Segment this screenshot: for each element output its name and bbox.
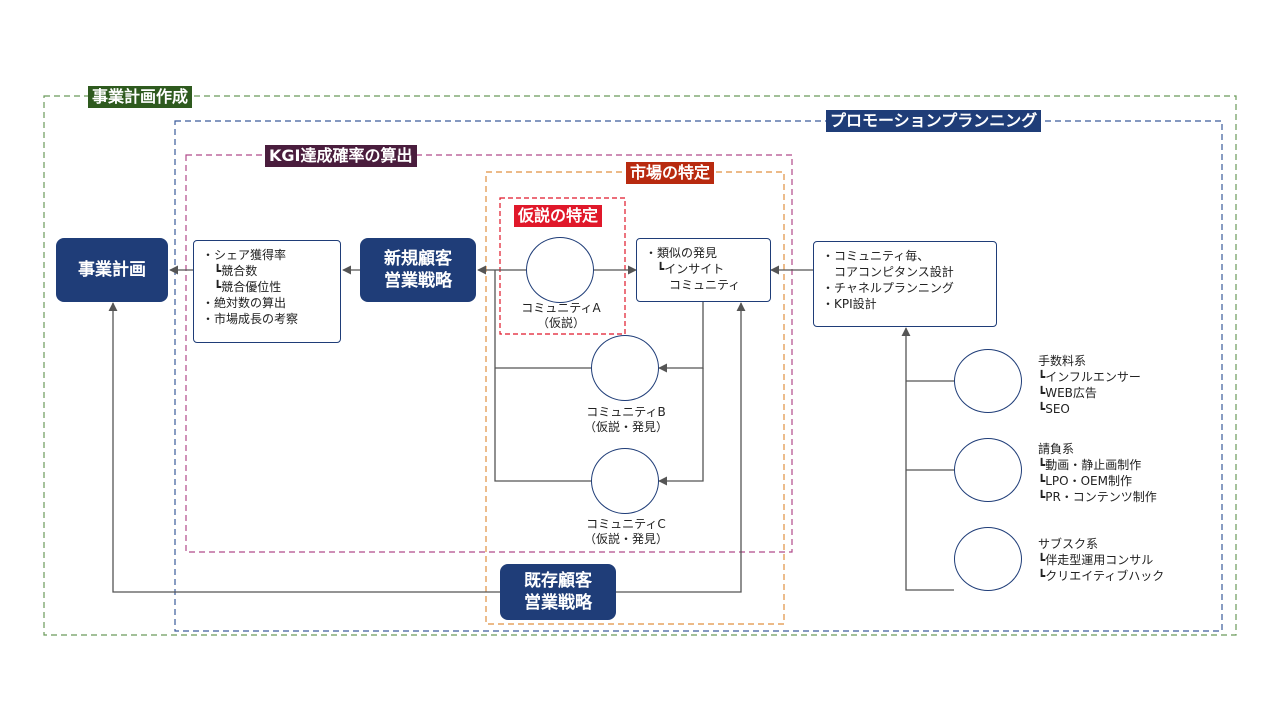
frame-hypothesis xyxy=(499,197,626,335)
frame-business-plan xyxy=(43,95,1237,636)
kgi-line: ┗競合優位性 xyxy=(202,280,282,294)
promotion-item: ┗クリエイティブハック xyxy=(1038,569,1165,583)
frame-market xyxy=(485,171,785,625)
arrow-existing-to-plan xyxy=(108,302,501,593)
promotion-contract-label: 請負系 ┗動画・静止画制作 ┗LPO・OEM制作 ┗PR・コンテンツ制作 xyxy=(1038,441,1157,505)
promotion-item: ┗動画・静止画制作 xyxy=(1038,458,1142,472)
promotion-contract-circle xyxy=(954,438,1022,502)
kgi-line: ┗競合数 xyxy=(202,264,258,278)
community-a-circle xyxy=(526,237,594,303)
discovery-box: ・類似の発見 ┗インサイト コミュニティ xyxy=(636,238,771,302)
business-plan-node: 事業計画 xyxy=(56,238,168,302)
promotion-item: ┗インフルエンサー xyxy=(1038,370,1141,384)
kgi-factors-box: ・シェア獲得率 ┗競合数 ┗競合優位性 ・絶対数の算出 ・市場成長の考察 xyxy=(193,240,341,343)
kgi-line: ・シェア獲得率 xyxy=(202,248,287,262)
discovery-line: ・類似の発見 xyxy=(645,246,718,260)
arrow-discovery-to-b xyxy=(658,302,704,373)
promotion-item: ┗伴走型運用コンサル xyxy=(1038,553,1154,567)
frame-promotion xyxy=(174,120,1223,632)
community-b-circle xyxy=(591,335,659,401)
promotion-title: サブスク系 xyxy=(1038,537,1099,551)
kgi-line: ・絶対数の算出 xyxy=(202,296,287,310)
community-a-label: コミュニティA （仮説） xyxy=(521,301,601,330)
promotion-item: ┗WEB広告 xyxy=(1038,386,1097,400)
design-line: ・KPI設計 xyxy=(822,297,877,311)
group-label-hypothesis: 仮説の特定 xyxy=(514,205,603,227)
community-c-label: コミュニティC （仮説・発見） xyxy=(583,517,668,546)
line-left-bus xyxy=(494,270,591,482)
group-label-kgi: KGI達成確率の算出 xyxy=(265,145,417,167)
design-line: コアコンピタンス設計 xyxy=(822,265,954,279)
frame-kgi xyxy=(185,154,793,553)
promotion-commission-circle xyxy=(954,349,1022,413)
kgi-line: ・市場成長の考察 xyxy=(202,312,299,326)
community-design-box: ・コミュニティ毎、 コアコンピタンス設計 ・チャネルプランニング ・KPI設計 xyxy=(813,241,997,327)
design-line: ・チャネルプランニング xyxy=(822,281,954,295)
new-customer-strategy-node: 新規顧客 営業戦略 xyxy=(360,238,476,302)
promotion-title: 請負系 xyxy=(1038,442,1075,456)
promotion-title: 手数料系 xyxy=(1038,354,1087,368)
arrow-existing-to-discovery xyxy=(616,302,746,593)
promotion-subscription-circle xyxy=(954,527,1022,591)
promotion-item: ┗LPO・OEM制作 xyxy=(1038,474,1132,488)
discovery-line: ┗インサイト xyxy=(645,262,725,276)
community-c-circle xyxy=(591,448,659,514)
design-line: ・コミュニティ毎、 xyxy=(822,249,930,263)
group-label-market: 市場の特定 xyxy=(626,162,715,184)
promotion-item: ┗PR・コンテンツ制作 xyxy=(1038,490,1157,504)
discovery-line: コミュニティ xyxy=(645,278,741,292)
community-b-label: コミュニティB （仮説・発見） xyxy=(583,405,668,434)
group-label-promotion: プロモーションプランニング xyxy=(826,110,1042,132)
arrow-discovery-to-c xyxy=(658,368,704,486)
existing-customer-strategy-node: 既存顧客 営業戦略 xyxy=(500,564,616,620)
promotion-subscription-label: サブスク系 ┗伴走型運用コンサル ┗クリエイティブハック xyxy=(1038,536,1164,584)
group-label-business-plan: 事業計画作成 xyxy=(88,86,193,108)
promotion-item: ┗SEO xyxy=(1038,402,1070,416)
arrow-promos-to-design xyxy=(901,327,954,591)
promotion-commission-label: 手数料系 ┗インフルエンサー ┗WEB広告 ┗SEO xyxy=(1038,353,1141,417)
